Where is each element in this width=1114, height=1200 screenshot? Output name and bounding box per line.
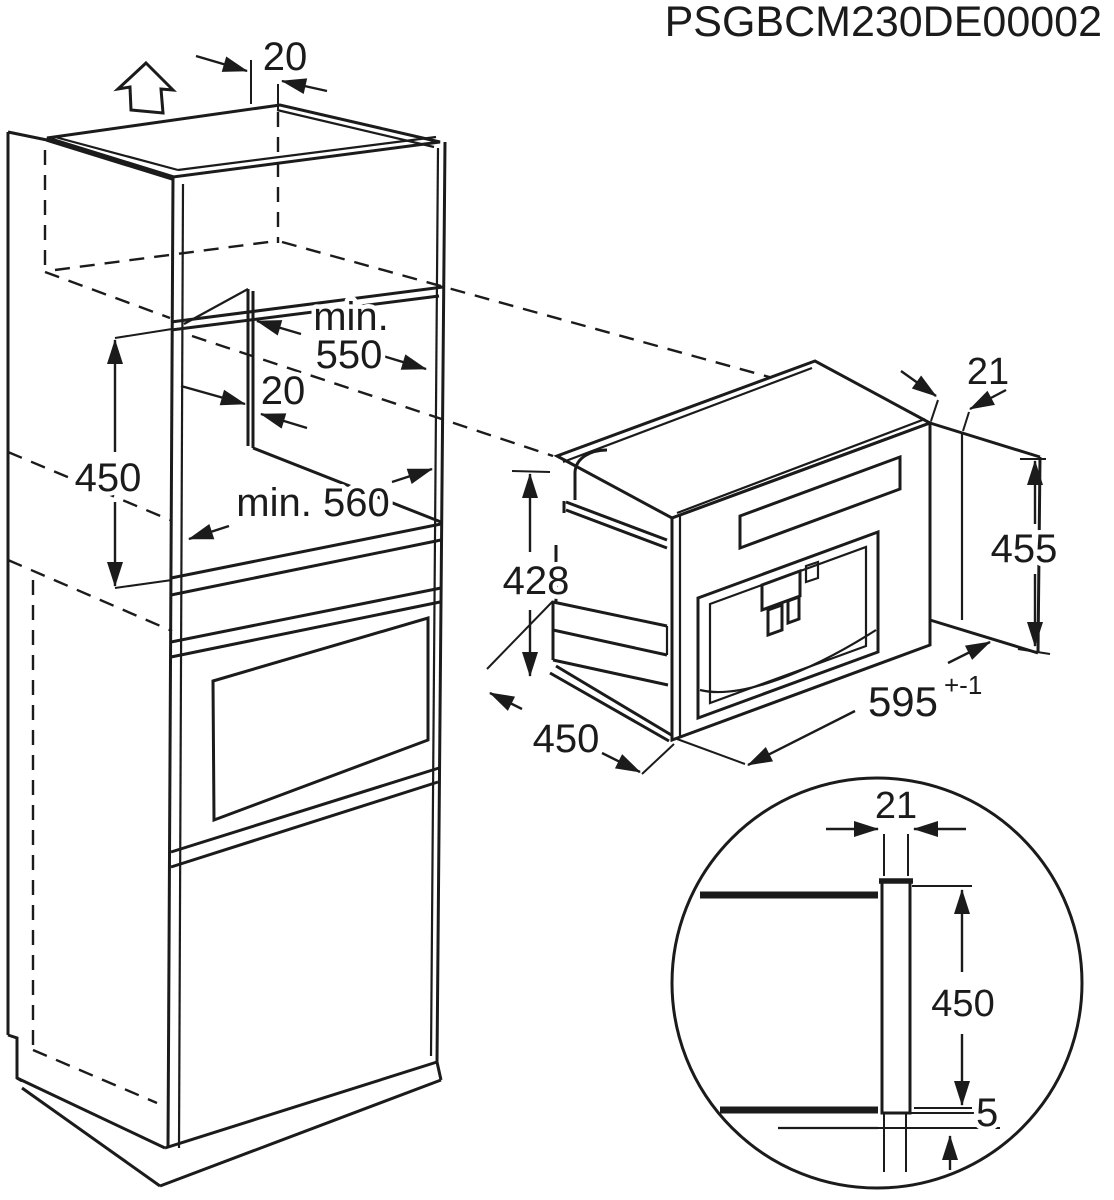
machine-side-rail-bottom — [565, 508, 668, 550]
dim-450m-arrow-right — [601, 751, 641, 774]
machine-base-edge-a — [555, 664, 674, 738]
dim-428-tick-top — [511, 470, 551, 473]
dim-front-height-label: 455 — [991, 527, 1058, 571]
oven-door-bottom-edge — [170, 766, 440, 854]
hidden-shelf-side-edge — [44, 270, 171, 320]
cabinet-plinth-front-edge — [159, 1078, 442, 1188]
dim-niche-height-label: 450 — [75, 456, 142, 500]
front-left-edge-outer — [166, 176, 175, 1149]
dim-body-height-label: 428 — [503, 559, 570, 603]
niche-bottom-edge-inner — [170, 538, 442, 597]
machine-spout-nozzle-right — [786, 594, 801, 626]
dim-niche-depth-min-label: min. — [313, 295, 389, 339]
dim-450-tick-top — [114, 328, 173, 339]
machine-display — [738, 454, 902, 551]
detail-door-panel — [880, 878, 912, 1115]
dim-595-right-segment — [947, 640, 991, 665]
dim-body-depth-label: 450 — [533, 717, 600, 761]
hidden-plinth-edge — [32, 1048, 158, 1105]
dim-450m-ext-right — [641, 743, 675, 775]
dim-niche-depth-label: 550 — [316, 333, 383, 377]
det-front-panel-thickness-label: 21 — [875, 785, 917, 827]
detail-circle-outline — [670, 776, 1084, 1190]
dim-21-ext-left — [930, 399, 939, 422]
top-box-top-face — [46, 103, 441, 179]
wall-panel-bottom-edge — [929, 618, 1039, 655]
det-bottom-clearance-label: 5 — [976, 1091, 998, 1135]
det-front-panel-height-label: 450 — [931, 983, 994, 1025]
niche-top-edge-inner — [170, 294, 440, 332]
machine-front-panel-top-rim — [676, 417, 926, 515]
machine-step-top-edge — [552, 600, 668, 628]
machine-step-bottom-edge — [552, 658, 669, 687]
wall-panel-top-edge — [929, 421, 1041, 459]
dim-niche-width-label: min. 560 — [236, 481, 389, 525]
dim-side-panel-thickness-label: 20 — [261, 369, 306, 413]
dim-front-width-label: 595 — [868, 678, 938, 725]
dim-595-left-segment — [747, 709, 856, 767]
machine-top-back-rim — [562, 366, 813, 464]
cabinet-front-bottom-edge — [164, 1060, 438, 1150]
cabinet-left-panel-top-edge — [7, 130, 48, 142]
niche-floor-back-edge — [252, 446, 442, 524]
detail-circle — [670, 776, 1084, 1190]
niche-bottom-edge — [170, 522, 442, 580]
front-left-edge-inner — [177, 183, 185, 1149]
hidden-shelf-back-edge — [54, 239, 277, 272]
machine-base-edge-b — [549, 671, 670, 743]
dim-front-width-tolerance-label: +-1 — [944, 670, 982, 700]
machine-recess-outer — [696, 529, 880, 721]
machine-step-ledge-edge — [552, 628, 668, 657]
cabinet-plinth-notch — [7, 1033, 23, 1083]
coffee-machine — [549, 359, 1042, 743]
niche-top-edge — [170, 285, 444, 324]
machine-recess-inner — [708, 545, 868, 705]
dim-niche20-arrow-upper — [180, 384, 246, 406]
cabinet-column — [6, 60, 447, 1188]
front-right-edge-outer — [435, 141, 447, 1063]
machine-side-bracket — [573, 448, 608, 500]
removal-direction-arrow-icon — [113, 60, 177, 115]
machine-recess-rim-block — [804, 560, 820, 584]
cabinet-side-bottom-edge — [16, 1076, 166, 1150]
dim-top20-arrow-left — [195, 54, 248, 73]
dim-top-panel-thickness-label: 20 — [263, 35, 308, 79]
dim-560-arrow-right — [391, 467, 433, 485]
dim-450-tick-bottom — [114, 579, 173, 589]
machine-recess-tray-curve — [699, 629, 877, 694]
oven-door-window — [211, 615, 430, 823]
top-box-left-rim — [46, 136, 174, 181]
dim-21-ext-right — [962, 411, 970, 432]
dim-niche20-arrow-lower — [260, 412, 308, 430]
dim-560-arrow-left — [188, 523, 230, 541]
cabinet-bottom-right-edge — [435, 1061, 443, 1081]
dim-550-arrow-right — [382, 354, 427, 371]
wall-panel-right-edge — [1036, 456, 1042, 654]
dim-21-arrow-right — [969, 388, 1007, 411]
hidden-floor-edge-lower — [7, 558, 173, 633]
top-box-back-rim-inner — [276, 108, 435, 149]
niche-ceiling-back-edge — [183, 288, 249, 325]
dimension-annotations: 20 min. 550 20 450 min. 560 21 455 — [70, 31, 1062, 1170]
hidden-floor-edge-upper — [7, 450, 171, 522]
lower-door-top-edge — [170, 780, 439, 869]
dim-450m-arrow-left — [489, 691, 523, 711]
top-box-left-rim-inner — [54, 135, 179, 172]
dim-21-arrow-left — [900, 370, 937, 397]
machine-spout-nozzle-left — [766, 602, 784, 638]
projection-line-bottom — [191, 334, 554, 458]
dim-455-tick-bottom — [1017, 648, 1051, 655]
dim-550-arrow-left — [256, 319, 302, 336]
top-box-front-rim-inner — [177, 135, 437, 172]
drawing-code-title: PSGBCM230DE00002 — [665, 0, 1102, 46]
dim-top20-arrow-right — [281, 78, 328, 95]
oven-door-top-edge — [170, 600, 441, 659]
strip-panel-bottom-edge — [170, 586, 442, 644]
dim-428-ext-bottom — [486, 600, 554, 670]
machine-side-rail-top — [565, 500, 668, 542]
cabinet-plinth-bottom-edge — [21, 1086, 161, 1188]
dim-front-frame-overlap-label: 21 — [967, 351, 1009, 393]
dim-595-ext-left — [676, 738, 746, 765]
